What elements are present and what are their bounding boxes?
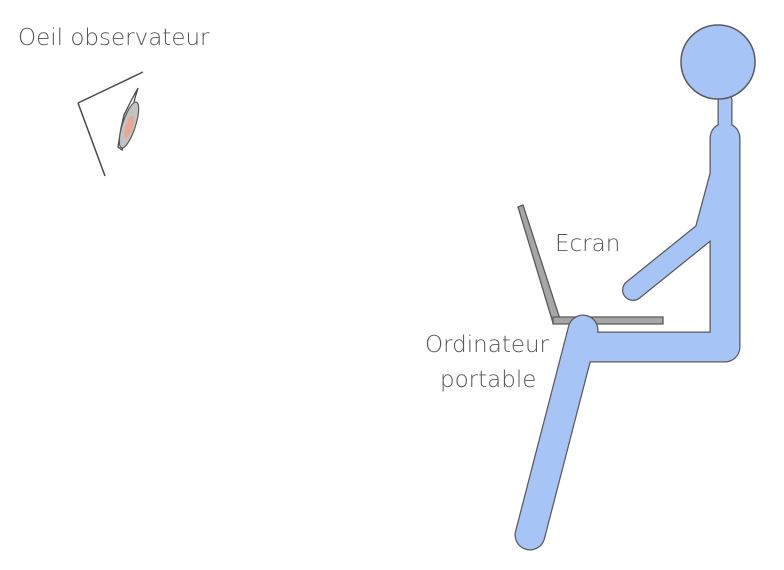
- eye-icon: [78, 72, 143, 176]
- person-head: [681, 25, 755, 99]
- laptop-label-line2: portable: [440, 367, 536, 393]
- eye-label: Oeil observateur: [18, 25, 210, 51]
- seated-person-icon: [530, 25, 755, 535]
- laptop-label-line1: Ordinateur: [425, 332, 550, 358]
- laptop-icon: [518, 205, 663, 324]
- laptop-screen: [518, 205, 560, 323]
- screen-label: Ecran: [555, 231, 620, 257]
